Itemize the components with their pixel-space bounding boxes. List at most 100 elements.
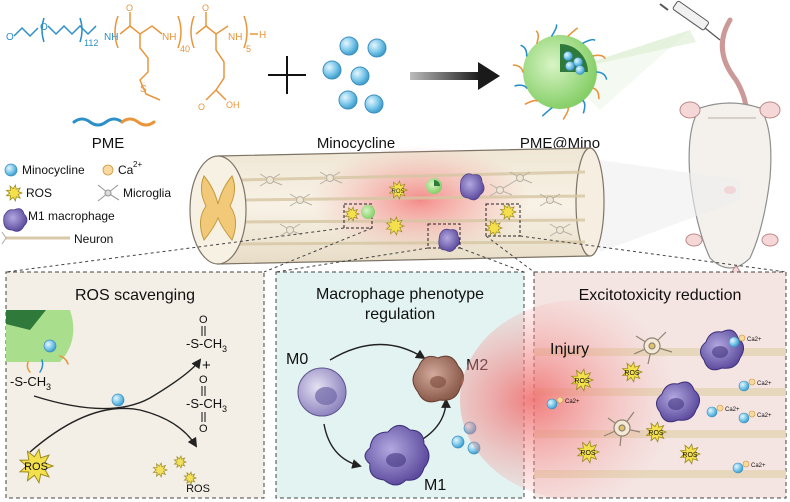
minocycline-calcium-complex: Ca2+ — [728, 334, 762, 348]
plus-sign: + — [202, 357, 211, 374]
ros-star-icon — [621, 361, 644, 383]
sulfur-label: S — [140, 84, 147, 95]
thioether-label: -S-CH — [10, 374, 46, 389]
ros-star-icon — [485, 219, 503, 237]
sulfone-o-bottom: O — [199, 423, 208, 435]
ros-panel-title: ROS scavenging — [75, 287, 195, 304]
calcium-label: Ca2+ — [751, 463, 766, 469]
legend-neuron-icon — [1, 231, 70, 245]
neuron-icon — [289, 193, 313, 207]
legend-minocycline-icon — [4, 163, 18, 177]
polymer-chain — [567, 27, 578, 37]
injury-label: Injury — [550, 341, 589, 358]
hydroxyl-label: OH — [226, 100, 240, 110]
polymer-chain — [514, 84, 528, 89]
amine-2: NH — [162, 32, 176, 43]
sulfone-sub: 3 — [222, 404, 227, 414]
legend-minocycline: Minocycline — [22, 163, 85, 177]
neuron-icon — [549, 223, 573, 237]
ros-star-icon — [645, 421, 668, 443]
legend-microglia-icon — [97, 184, 120, 202]
ros-star-icon — [576, 440, 601, 464]
minocycline-calcium-complex: Ca2+ — [738, 410, 772, 424]
calcium-label: Ca2+ — [747, 337, 762, 343]
macrophage-title-1: Macrophage phenotype — [316, 286, 484, 303]
sulfone-o-top: O — [199, 374, 208, 386]
legend-m1-icon — [3, 208, 28, 232]
minocycline-label: Minocycline — [317, 135, 395, 152]
macrophage-title-2: regulation — [365, 306, 435, 323]
methoxy-label: O — [6, 32, 14, 43]
polymer-chain — [535, 30, 540, 44]
syringe-icon — [659, 0, 721, 41]
ros-star-icon — [499, 203, 517, 221]
neuron-icon — [319, 171, 343, 185]
pme-label: PME — [92, 135, 125, 152]
m0-label: M0 — [286, 351, 308, 368]
legend-m1: M1 macrophage — [28, 209, 115, 223]
legend: Minocycline Ca 2+ ROS Microglia M1 macro… — [1, 160, 171, 246]
panel-excitotoxicity: Excitotoxicity reduction Injury ROS ROS … — [460, 271, 787, 500]
spinal-cord: ROS — [189, 145, 605, 265]
sulfone-label: -S-CH — [186, 396, 222, 411]
ros-star-icon — [183, 471, 198, 485]
met-repeat: 40 — [180, 44, 190, 54]
ros-star-icon — [344, 206, 360, 222]
calcium-label: Ca2+ — [757, 381, 772, 387]
polymer-chain — [562, 107, 570, 120]
polymer-chain — [582, 100, 586, 114]
minocycline-calcium-complex: Ca2+ — [706, 404, 740, 418]
calcium-label: Ca2+ — [757, 413, 772, 419]
carbonyl-o-2: O — [202, 3, 209, 13]
legend-microglia: Microglia — [123, 186, 171, 200]
ether-o-label: O — [40, 22, 48, 33]
cord-ros-tag: ROS — [391, 189, 404, 195]
ros-output-label: ROS — [186, 483, 210, 495]
neuron-icon — [539, 193, 563, 207]
minocycline-calcium-complex: Ca2+ — [546, 396, 580, 410]
carboxyl-o: O — [198, 102, 205, 112]
glu-repeat: 5 — [246, 44, 251, 54]
neuron-icon — [279, 223, 303, 237]
m1-label: M1 — [424, 477, 446, 494]
polymer-chain — [524, 99, 538, 105]
plus-icon — [268, 56, 306, 94]
assembly-arrow — [410, 62, 500, 90]
polymer-chain — [592, 87, 600, 100]
nanoparticle — [512, 24, 696, 120]
ros-star-icon — [388, 180, 408, 200]
sulfoxide-label: -S-CH — [186, 336, 222, 351]
terminal-h: H — [259, 30, 266, 41]
carbonyl-o-1: O — [126, 3, 133, 13]
excito-ros-4: ROS — [648, 430, 664, 437]
ros-star-icon — [570, 368, 595, 392]
polymer-chain — [551, 24, 558, 37]
ros-input-label: ROS — [24, 461, 48, 473]
legend-ros-icon — [5, 184, 24, 202]
ros-star-icon — [173, 455, 188, 469]
ros-star-icon — [679, 443, 702, 465]
excito-ros-2: ROS — [624, 370, 640, 377]
legend-calcium-icon — [102, 164, 114, 176]
legend-neuron: Neuron — [74, 232, 113, 246]
neuron-icon — [489, 183, 513, 197]
minocycline-calcium-complex: Ca2+ — [732, 460, 766, 474]
excito-title: Excitotoxicity reduction — [579, 287, 742, 304]
neuron-icon — [509, 171, 533, 185]
neuron-icon — [259, 173, 283, 187]
excito-ros-5: ROS — [682, 452, 698, 459]
sulfoxide-sub: 3 — [222, 344, 227, 354]
polymer-chain — [596, 71, 608, 80]
ros-star-icon — [385, 216, 405, 236]
thioether-sub: 3 — [46, 382, 51, 392]
calcium-label: Ca2+ — [565, 399, 580, 405]
amine-1: NH — [104, 32, 118, 43]
peg-repeat: 112 — [84, 38, 98, 48]
amine-3: NH — [228, 32, 242, 43]
legend-calcium-sup: 2+ — [133, 160, 142, 169]
polymer-chain — [592, 54, 606, 59]
legend-ros: ROS — [26, 186, 52, 200]
panel-ros-scavenging: ROS scavenging -S-CH 3 O -S-CH 3 + O -S-… — [5, 271, 265, 499]
